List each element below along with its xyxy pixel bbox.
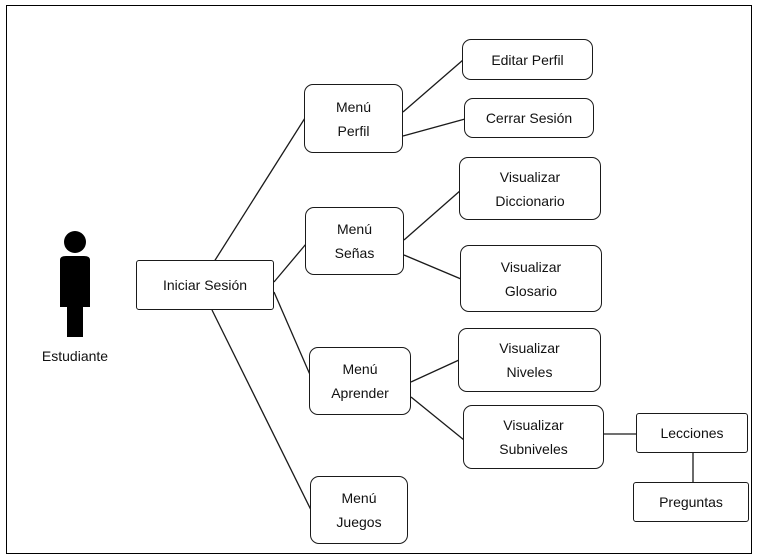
- node-menu-juegos: Menú Juegos: [310, 476, 408, 544]
- edge-iniciar-senas: [273, 243, 307, 283]
- person-silhouette-icon: [60, 231, 90, 337]
- node-iniciar-sesion: Iniciar Sesión: [136, 260, 274, 310]
- node-preguntas: Preguntas: [633, 482, 749, 522]
- edge-iniciar-aprender: [273, 291, 312, 378]
- edge-aprender-niveles: [410, 359, 460, 383]
- node-menu-senas: Menú Señas: [305, 207, 404, 275]
- actor-label: Estudiante: [41, 348, 109, 364]
- node-lecciones: Lecciones: [636, 413, 748, 453]
- node-cerrar-sesion: Cerrar Sesión: [464, 98, 594, 138]
- edge-iniciar-juegos: [211, 309, 312, 511]
- node-visualizar-subniveles: Visualizar Subniveles: [463, 405, 604, 469]
- edge-iniciar-perfil: [211, 117, 306, 266]
- edge-perfil-cerrar: [402, 118, 466, 137]
- actor-figure: [38, 225, 118, 345]
- node-visualizar-glosario: Visualizar Glosario: [460, 245, 602, 312]
- node-editar-perfil: Editar Perfil: [462, 39, 593, 80]
- node-visualizar-niveles: Visualizar Niveles: [458, 328, 601, 392]
- edge-perfil-editar: [402, 59, 464, 113]
- edge-senas-glosario: [403, 254, 462, 280]
- node-visualizar-diccionario: Visualizar Diccionario: [459, 157, 601, 220]
- edge-senas-diccionario: [403, 189, 462, 241]
- node-menu-perfil: Menú Perfil: [304, 84, 403, 153]
- node-menu-aprender: Menú Aprender: [309, 347, 411, 415]
- edge-aprender-subniveles: [410, 396, 465, 441]
